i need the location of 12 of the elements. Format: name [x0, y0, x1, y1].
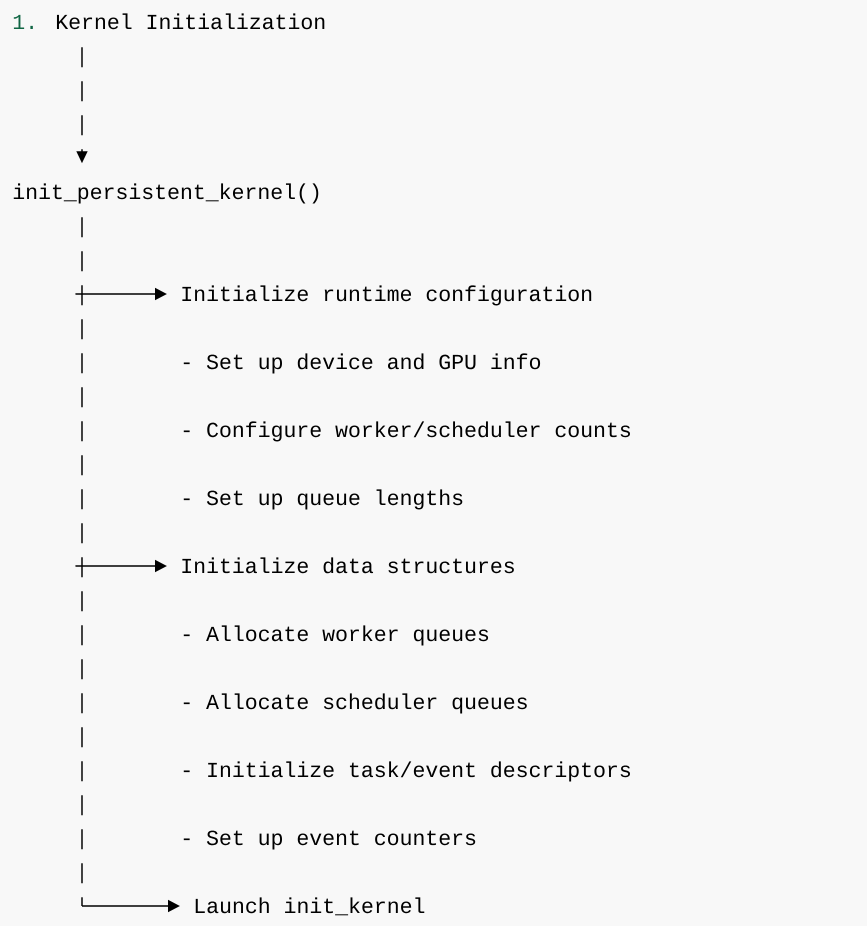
list-item: - Set up event counters	[184, 830, 476, 850]
step-text: Initialize data structures	[182, 557, 514, 574]
list-item: - Set up device and GPU info	[184, 353, 540, 374]
step-heading: 1. Kernel Initialization	[14, 13, 324, 30]
list-item: - Configure worker/scheduler counts	[184, 421, 630, 442]
step-text: Launch init_kernel	[196, 897, 424, 916]
list-item: - Allocate scheduler queues	[184, 693, 527, 714]
list-item: - Set up queue lengths	[184, 489, 462, 510]
step-text: Initialize runtime configuration	[182, 285, 592, 306]
function-name: init_persistent_kernel()	[14, 183, 318, 204]
list-item: - Initialize task/event descriptors	[184, 761, 630, 782]
list-item: - Allocate worker queues	[184, 625, 488, 646]
